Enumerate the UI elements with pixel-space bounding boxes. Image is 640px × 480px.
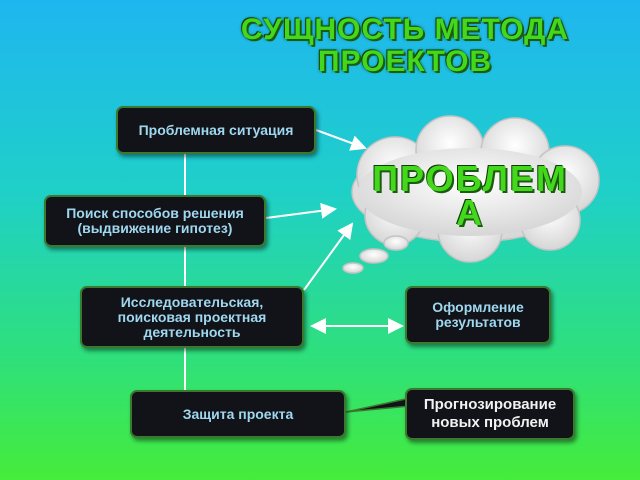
box-defense-label: Защита проекта (182, 405, 294, 422)
problem-label: ПРОБЛЕМ А (372, 158, 568, 233)
box-defense: Защита проекта (130, 390, 346, 438)
box-forecast-label: Прогнозирование новых проблем (423, 396, 557, 431)
box-search-methods-label: Поиск способов решения (выдвижение гипот… (66, 205, 244, 236)
box-search-methods: Поиск способов решения (выдвижение гипот… (44, 195, 266, 247)
arrow-research-to-problem (303, 222, 354, 291)
arrow-situation-to-problem (315, 129, 367, 151)
box-research: Исследовательская, поисковая проектная д… (80, 286, 304, 348)
arrow-search-to-problem (265, 202, 337, 219)
box-research-label: Исследовательская, поисковая проектная д… (117, 293, 267, 340)
box-problem-situation-label: Проблемная ситуация (138, 121, 294, 138)
box-results-label: Оформление результатов (432, 299, 524, 330)
box-results: Оформление результатов (405, 286, 551, 344)
forecast-pointer (345, 397, 411, 413)
thought-cloud (342, 115, 600, 274)
box-forecast: Прогнозирование новых проблем (405, 388, 575, 440)
slide-title: СУЩНОСТЬ МЕТОДА ПРОЕКТОВ (240, 13, 570, 78)
box-problem-situation: Проблемная ситуация (116, 106, 316, 154)
